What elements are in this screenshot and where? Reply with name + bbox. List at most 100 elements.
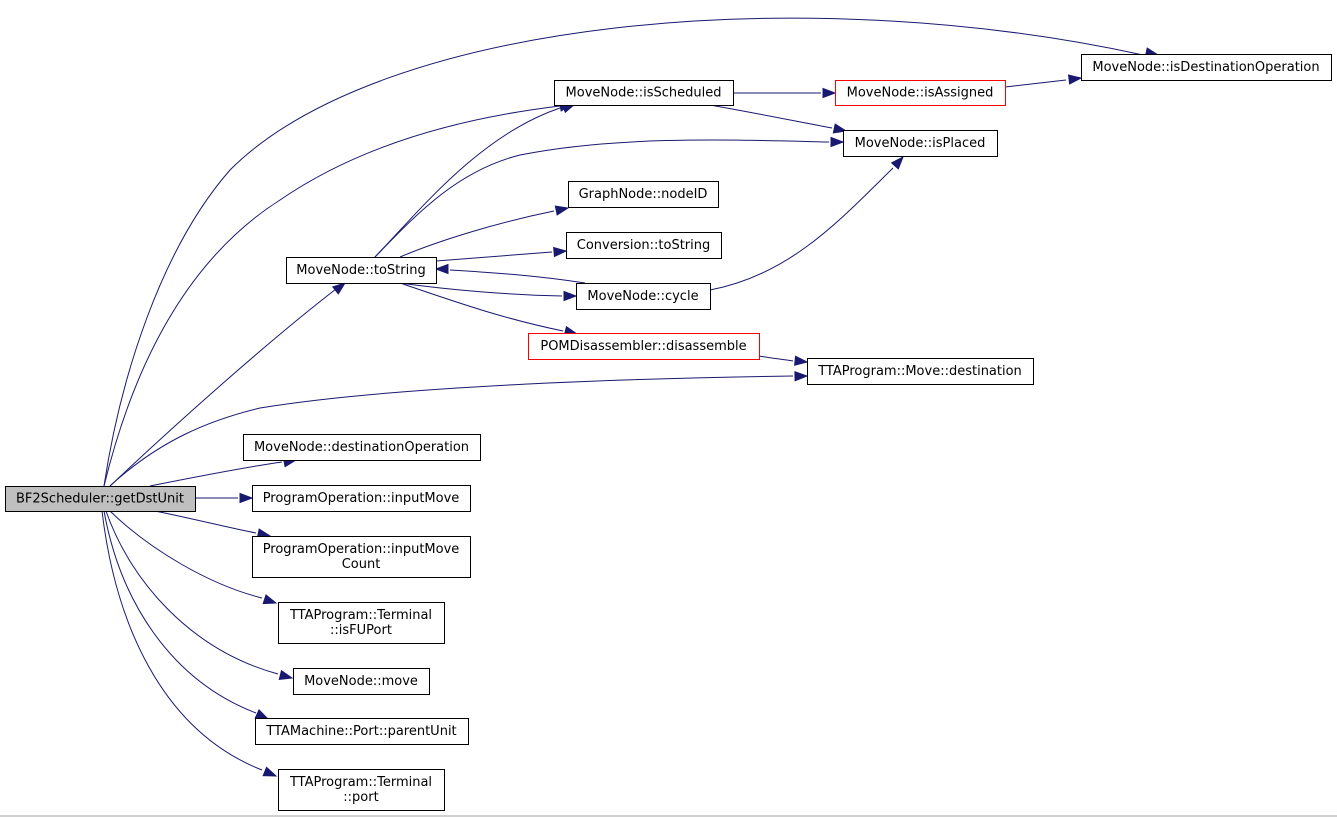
edge-bf2scheduler-getdstunit-to-movenode-destinationoperation <box>149 457 298 487</box>
node-label: TTAProgram::Terminal <box>289 775 432 790</box>
node-movenode-tostring[interactable]: MoveNode::toString <box>286 257 437 284</box>
node-box <box>1081 54 1332 81</box>
edge-movenode-isassigned-to-movenode-isdestinationoperation <box>1004 74 1083 88</box>
edge-arrowhead <box>254 708 270 720</box>
edge-movenode-tostring-to-movenode-cycle <box>399 282 578 302</box>
edge-movenode-tostring-to-conversion-tostring <box>435 246 568 262</box>
edge-bf2scheduler-getdstunit-to-ttaprogram-terminal-port <box>101 510 278 777</box>
node-graphnode-nodeid[interactable]: GraphNode::nodeID <box>568 181 719 208</box>
edge-arrowhead <box>563 290 578 302</box>
edge-movenode-cycle-to-movenode-isplaced <box>709 155 904 291</box>
nodes-layer: BF2Scheduler::getDstUnit MoveNode::toStri… <box>5 54 1332 811</box>
edge-bf2scheduler-getdstunit-to-movenode-tostring <box>109 282 347 487</box>
node-ttaprogram-terminal-port[interactable]: TTAProgram::Terminal::port <box>278 769 445 811</box>
node-label: Conversion::toString <box>577 238 711 253</box>
node-box <box>278 769 445 811</box>
edge-movenode-tostring-to-pomdisassembler-disassemble <box>399 282 579 337</box>
edge-bf2scheduler-getdstunit-to-ttaprogram-terminal-isfuport <box>109 510 278 605</box>
node-movenode-isscheduled[interactable]: MoveNode::isScheduled <box>554 80 734 106</box>
node-movenode-move[interactable]: MoveNode::move <box>293 668 430 695</box>
edge-arrowhead <box>331 282 347 295</box>
node-label: MoveNode::cycle <box>587 289 698 304</box>
edge-line <box>435 251 553 262</box>
edge-bf2scheduler-getdstunit-to-programoperation-inputmove <box>195 492 254 504</box>
node-label: MoveNode::destinationOperation <box>254 440 469 455</box>
node-label: MoveNode::isDestinationOperation <box>1092 60 1319 75</box>
node-ttaprogram-terminal-isfuport[interactable]: TTAProgram::Terminal::isFUPort <box>278 602 445 644</box>
edge-line <box>109 510 263 599</box>
edge-line <box>399 282 563 297</box>
node-label: MoveNode::move <box>304 674 418 689</box>
node-label: ProgramOperation::inputMove <box>263 542 460 557</box>
edge-line <box>149 461 283 487</box>
edge-arrowhead <box>822 87 837 99</box>
edge-bf2scheduler-getdstunit-to-ttamachine-port-parentunit <box>103 510 270 720</box>
edge-arrowhead <box>830 136 845 148</box>
edge-arrowhead <box>832 123 848 134</box>
edge-bf2scheduler-getdstunit-to-movenode-move <box>105 510 294 681</box>
edge-line <box>449 269 586 284</box>
node-box <box>843 130 998 157</box>
edge-arrowhead <box>554 205 570 216</box>
node-box <box>568 181 719 208</box>
edge-arrowhead <box>262 766 278 777</box>
node-box <box>243 434 481 461</box>
node-label: Count <box>342 557 381 572</box>
edge-line <box>103 17 1144 487</box>
node-box <box>5 486 196 512</box>
edge-line <box>103 510 257 714</box>
edge-line <box>109 375 794 487</box>
node-label: POMDisassembler::disassemble <box>540 339 746 354</box>
edge-line <box>709 104 833 129</box>
node-label: BF2Scheduler::getDstUnit <box>16 492 184 507</box>
node-label: TTAMachine::Port::parentUnit <box>265 724 456 739</box>
edge-movenode-isscheduled-to-movenode-isassigned <box>733 87 837 99</box>
node-ttaprogram-move-destination[interactable]: TTAProgram::Move::destination <box>807 358 1034 385</box>
node-box <box>286 257 437 284</box>
bottom-rule <box>0 815 1337 817</box>
node-label: ::port <box>343 790 378 805</box>
edge-bf2scheduler-getdstunit-to-programoperation-inputmovecount <box>154 510 272 539</box>
node-ttamachine-port-parentunit[interactable]: TTAMachine::Port::parentUnit <box>255 718 469 745</box>
edge-movenode-isscheduled-to-movenode-isplaced <box>709 104 848 134</box>
edge-movenode-cycle-to-movenode-tostring <box>434 263 586 284</box>
edge-movenode-tostring-to-graphnode-nodeid <box>399 205 570 258</box>
edge-bf2scheduler-getdstunit-to-ttaprogram-move-destination <box>109 370 809 487</box>
node-movenode-isassigned[interactable]: MoveNode::isAssigned <box>835 80 1006 106</box>
node-movenode-destinationoperation[interactable]: MoveNode::destinationOperation <box>243 434 481 461</box>
node-movenode-cycle[interactable]: MoveNode::cycle <box>576 283 711 310</box>
node-pomdisassembler-disassemble[interactable]: POMDisassembler::disassemble <box>528 333 760 360</box>
node-label: ProgramOperation::inputMove <box>263 491 460 506</box>
node-box <box>252 536 471 578</box>
node-label: ::isFUPort <box>330 623 392 638</box>
node-box <box>807 358 1034 385</box>
node-programoperation-inputmove[interactable]: ProgramOperation::inputMove <box>252 485 471 512</box>
edge-movenode-tostring-to-movenode-isscheduled <box>374 103 577 258</box>
edge-arrowhead <box>278 669 294 681</box>
node-conversion-tostring[interactable]: Conversion::toString <box>566 232 722 259</box>
node-label: MoveNode::isScheduled <box>566 86 722 101</box>
node-box <box>835 80 1006 106</box>
edge-arrowhead <box>239 492 254 504</box>
node-label: GraphNode::nodeID <box>579 187 708 202</box>
edge-movenode-tostring-to-movenode-isplaced <box>374 136 845 258</box>
node-label: TTAProgram::Move::destination <box>817 364 1022 379</box>
edge-line <box>1004 79 1067 88</box>
node-movenode-isplaced[interactable]: MoveNode::isPlaced <box>843 130 998 157</box>
edge-line <box>101 510 263 771</box>
edge-arrowhead <box>794 370 809 382</box>
edge-line <box>374 139 830 258</box>
node-label: TTAProgram::Terminal <box>289 608 432 623</box>
node-bf2scheduler-getdstunit[interactable]: BF2Scheduler::getDstUnit <box>5 486 196 512</box>
node-movenode-isdestinationoperation[interactable]: MoveNode::isDestinationOperation <box>1081 54 1332 81</box>
node-box <box>278 602 445 644</box>
edge-line <box>399 282 564 332</box>
node-label: MoveNode::toString <box>296 263 425 278</box>
node-box <box>554 80 734 106</box>
node-label: MoveNode::isAssigned <box>847 86 994 101</box>
node-box <box>576 283 711 310</box>
node-box <box>252 485 471 512</box>
edge-arrowhead <box>553 246 568 258</box>
